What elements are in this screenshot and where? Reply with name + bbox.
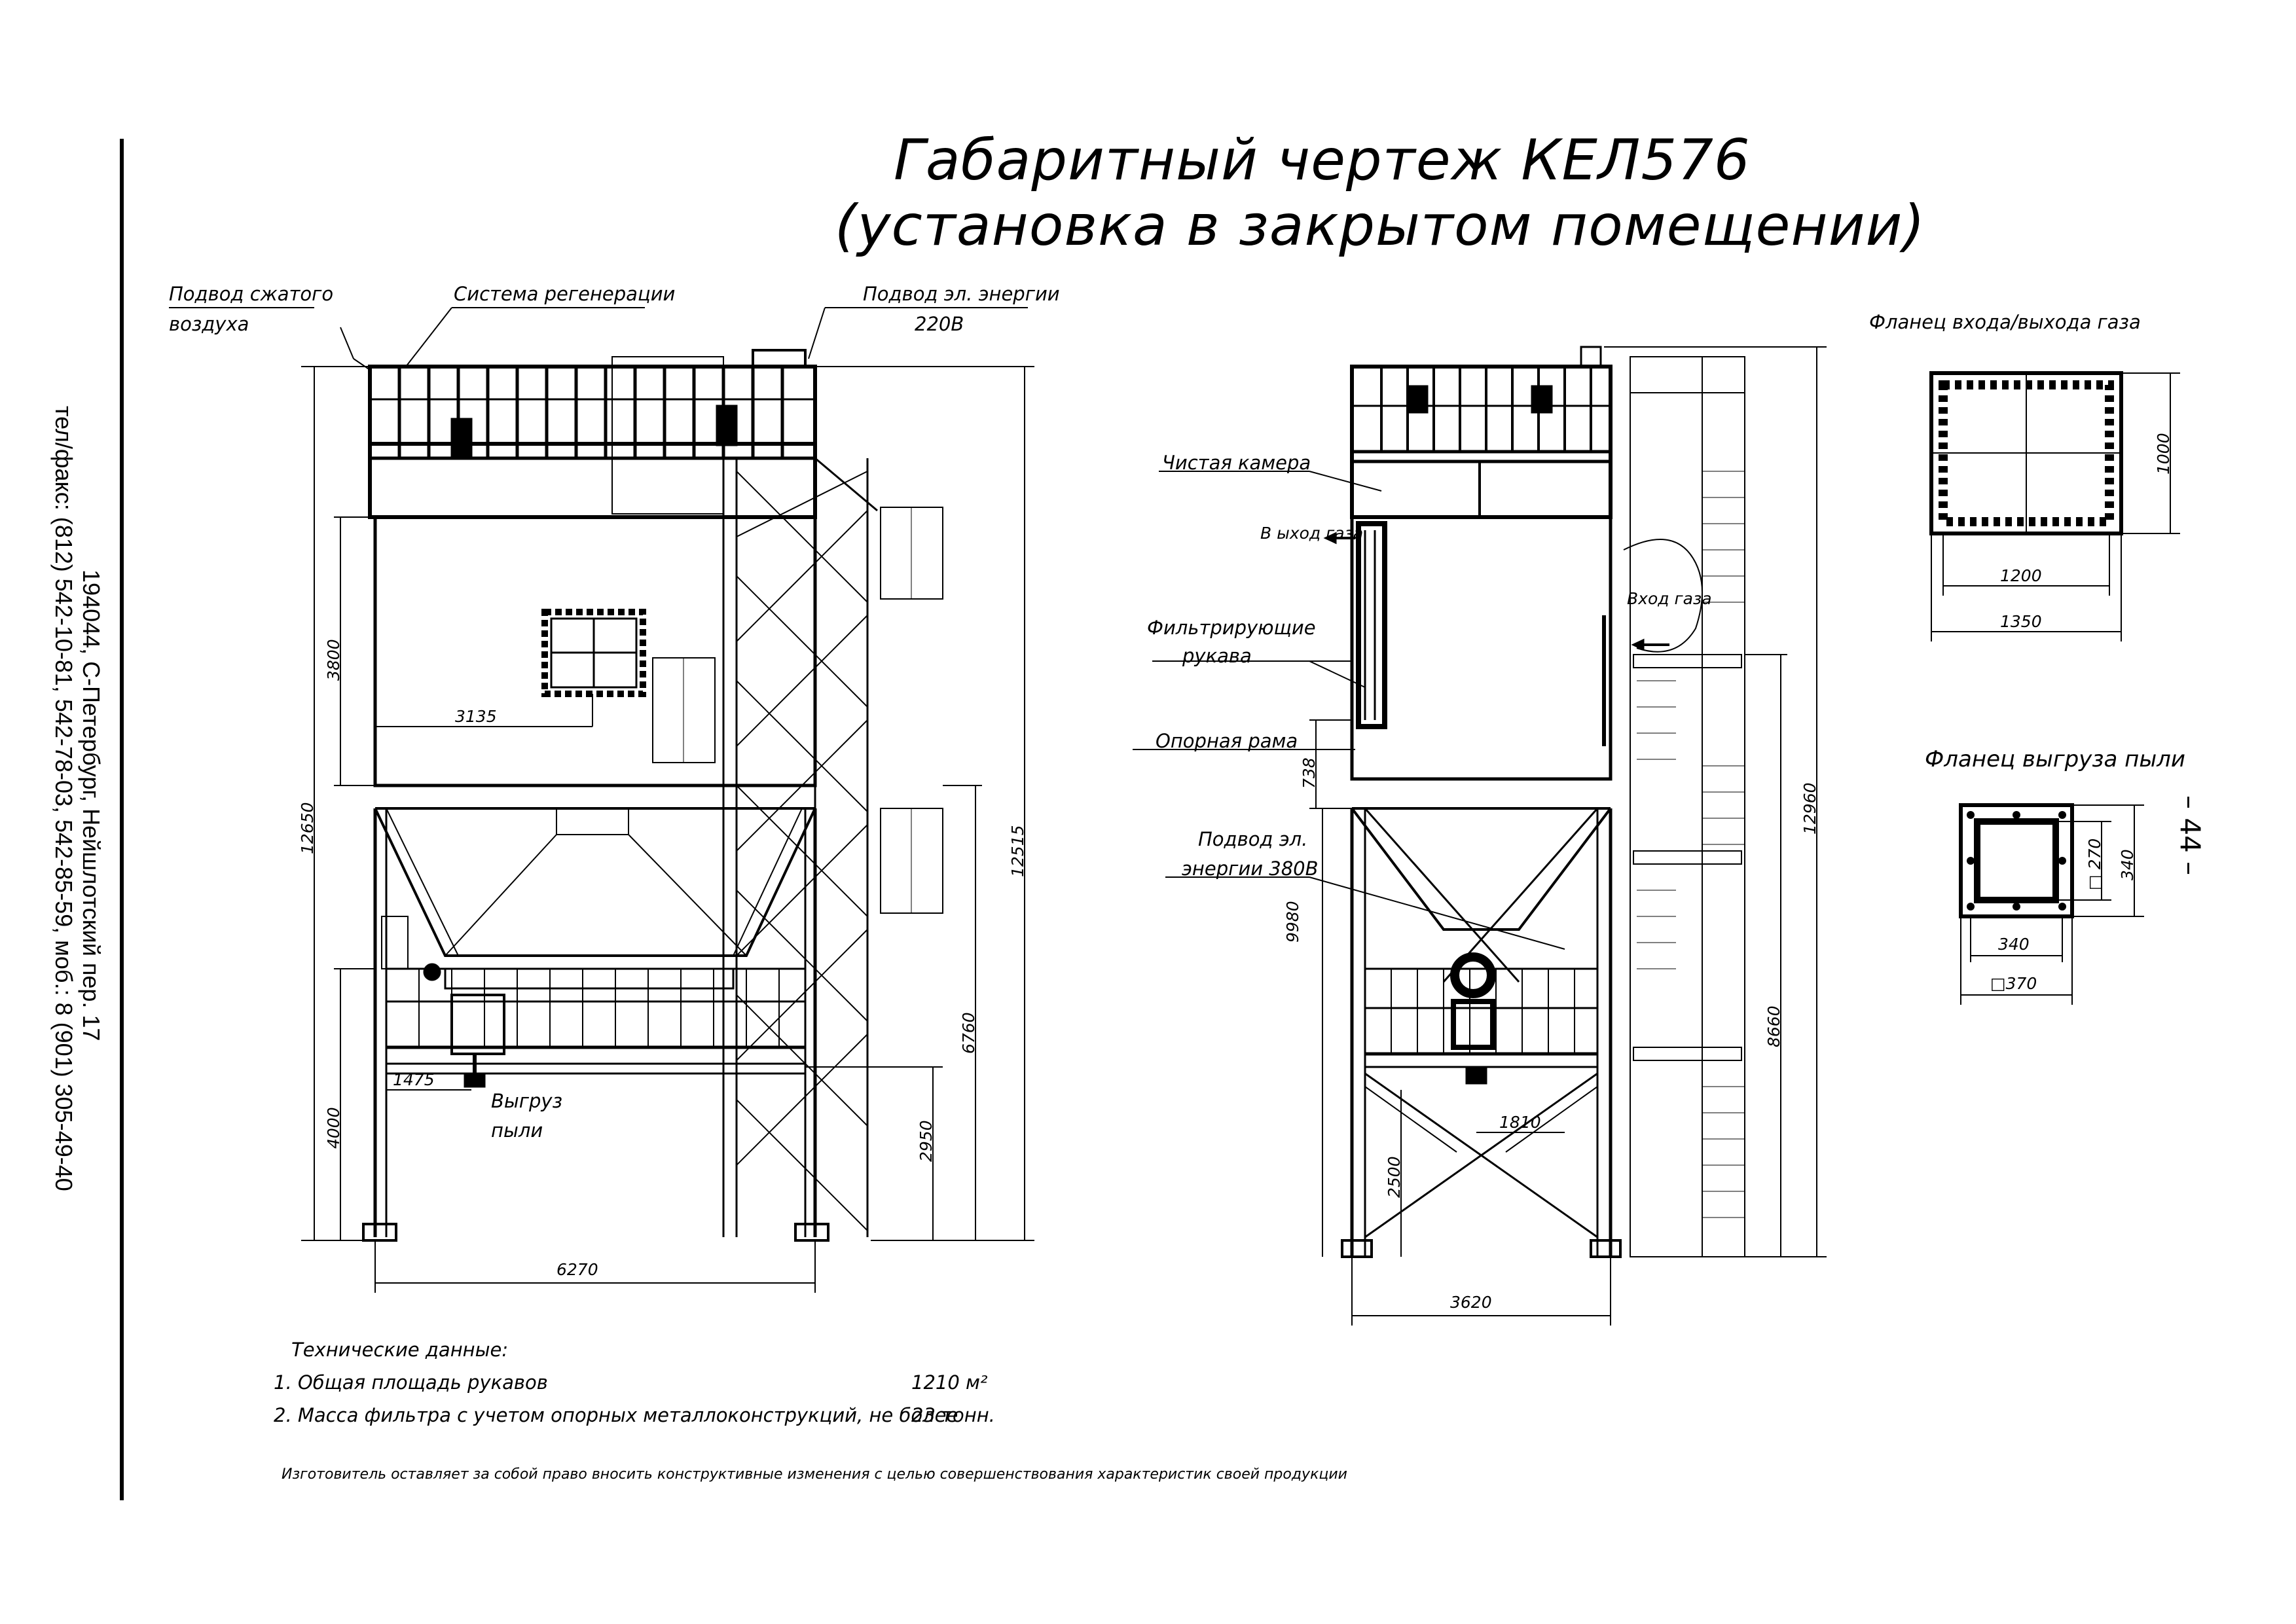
label-compressed-air: Подвод сжатого	[169, 283, 334, 305]
dim-front-unload: 1475	[393, 1070, 435, 1089]
dim-side-platform: 8660	[1764, 1005, 1783, 1047]
label-power-380-2: энергии 380В	[1182, 857, 1319, 880]
footer-note: Изготовитель оставляет за собой право вн…	[282, 1466, 1347, 1483]
dust-flange-outer-width: □370	[1990, 974, 2037, 993]
label-gas-outlet: В ыход газа	[1260, 524, 1364, 543]
contact-phones: тел/факс: (812) 542-10-81, 542-78-03, 54…	[50, 406, 77, 1191]
page-number: – 44 –	[2174, 795, 2206, 876]
label-unload-2: пыли	[491, 1119, 543, 1142]
dim-side-width: 3620	[1450, 1293, 1492, 1312]
gas-flange-inner-width: 1200	[2000, 566, 2042, 585]
dim-front-height-total: 12650	[298, 802, 317, 854]
label-filter-bags: Фильтрирующие	[1147, 617, 1316, 639]
dim-side-height-left: 9980	[1283, 901, 1302, 943]
dim-side-height-total: 12960	[1800, 782, 1819, 835]
gas-flange-title: Фланец входа/выхода газа	[1869, 311, 2141, 333]
label-unload: Выгруз	[491, 1090, 563, 1112]
dim-side-leg: 2500	[1385, 1156, 1404, 1198]
dust-flange-outer-height: 340	[2118, 849, 2137, 880]
side-view	[1323, 346, 1745, 1258]
title-line-2: (установка в закрытом помещении)	[835, 193, 1925, 259]
dim-front-height-right: 12515	[1008, 825, 1027, 877]
dust-flange	[1959, 803, 2144, 1005]
front-dimensions	[169, 307, 1034, 1293]
dim-front-platform: 6760	[959, 1012, 978, 1054]
gas-flange	[1929, 371, 2180, 641]
dim-side-frame: 738	[1300, 757, 1319, 789]
contact-address: 194044, С-Петербург, Нейшлотский пер. 17	[78, 569, 105, 1041]
tech-row-2-value: 23 тонн.	[911, 1404, 995, 1426]
dust-flange-inner-height: □ 270	[2085, 838, 2104, 890]
dim-front-platform-2: 2950	[917, 1120, 936, 1162]
dim-front-leg: 4000	[324, 1107, 343, 1149]
dim-front-width: 6270	[556, 1260, 598, 1279]
dim-front-chamber: 3800	[324, 639, 343, 681]
tech-row-1-label: 1. Общая площадь рукавов	[274, 1371, 548, 1394]
label-support-frame: Опорная рама	[1156, 730, 1298, 752]
label-power-220: Подвод эл. энергии	[863, 283, 1060, 305]
tech-heading: Технические данные:	[291, 1339, 509, 1361]
dust-flange-inner-width: 340	[1998, 935, 2030, 954]
label-regeneration: Система регенерации	[454, 283, 676, 305]
label-clean-chamber: Чистая камера	[1162, 452, 1311, 474]
gas-flange-height: 1000	[2154, 433, 2173, 475]
label-power-voltage: 220В	[915, 313, 964, 335]
side-dimensions	[1133, 346, 1827, 1326]
title-line-1: Габаритный чертеж КЕЛ576	[894, 128, 1751, 193]
dim-front-hatch: 3135	[455, 707, 497, 726]
label-gas-inlet: Вход газа	[1627, 589, 1712, 608]
label-compressed-air-2: воздуха	[169, 313, 249, 335]
gas-flange-outer-width: 1350	[2000, 612, 2042, 631]
dust-flange-title: Фланец выгруза пыли	[1925, 746, 2186, 772]
label-power-380: Подвод эл.	[1198, 828, 1308, 850]
dim-side-unload: 1810	[1499, 1113, 1541, 1132]
front-view	[362, 349, 943, 1242]
tech-row-1-value: 1210 м²	[911, 1371, 988, 1394]
label-filter-bags-2: рукава	[1182, 645, 1252, 667]
tech-row-2-label: 2. Масса фильтра с учетом опорных металл…	[274, 1404, 958, 1426]
